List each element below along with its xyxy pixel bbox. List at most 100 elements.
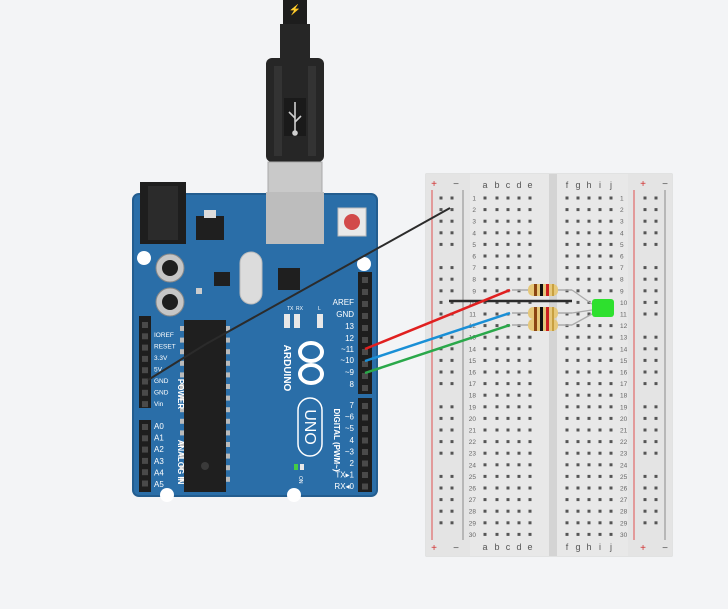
usb-cable-neck xyxy=(280,24,310,58)
usb-chip xyxy=(278,268,300,290)
column-label: c xyxy=(506,180,511,190)
column-label: f xyxy=(566,542,569,552)
row-label: 22 xyxy=(620,439,628,446)
row-label: 8 xyxy=(472,277,476,284)
row-label: 11 xyxy=(469,312,476,319)
resistor[interactable] xyxy=(512,319,572,331)
digital-pin-label: ~3 xyxy=(345,447,355,456)
row-label: 5 xyxy=(472,242,476,249)
analog-section-label: ANALOG IN xyxy=(176,440,185,485)
row-label: 27 xyxy=(469,497,477,504)
row-label: 20 xyxy=(469,416,477,423)
crystal-oscillator xyxy=(239,251,263,305)
analog-pin-label: A5 xyxy=(154,480,164,489)
rail-minus-label: − xyxy=(453,543,459,554)
row-label: 6 xyxy=(620,254,624,261)
on-led-label: ON xyxy=(297,476,303,484)
row-label: 28 xyxy=(620,509,628,516)
digital-pin-label: ~6 xyxy=(345,413,355,422)
row-label: 17 xyxy=(620,381,628,388)
row-label: 29 xyxy=(620,520,628,527)
left-terminal-strip xyxy=(470,174,550,556)
digital-pin-label: ~11 xyxy=(341,345,355,354)
red-wire[interactable] xyxy=(364,288,511,351)
row-label: 19 xyxy=(620,404,628,411)
row-label: 27 xyxy=(620,497,628,504)
row-label: 20 xyxy=(620,416,628,423)
row-label: 7 xyxy=(472,265,476,272)
row-label: 18 xyxy=(620,393,628,400)
analog-pin-label: A1 xyxy=(154,434,164,443)
blue-wire[interactable] xyxy=(364,311,511,363)
power-pin-label: Vin xyxy=(154,401,164,408)
digital-pin-label: GND xyxy=(336,310,354,319)
power-section-label: POWER xyxy=(176,379,185,409)
row-label: 8 xyxy=(620,277,624,284)
rail-plus-label: + xyxy=(431,543,437,554)
l-led-label: L xyxy=(318,306,321,312)
rgb-led[interactable] xyxy=(571,289,614,326)
row-label: 1 xyxy=(620,196,624,203)
row-label: 24 xyxy=(620,462,628,469)
row-label: 1 xyxy=(472,196,476,203)
row-label: 21 xyxy=(620,428,628,435)
brand-label: ARDUINO xyxy=(281,345,292,392)
row-label: 25 xyxy=(469,474,477,481)
row-label: 6 xyxy=(472,254,476,261)
analog-pin-label: A4 xyxy=(154,468,164,477)
rail-minus-label: − xyxy=(662,179,668,190)
column-label: g xyxy=(575,180,580,190)
column-label: i xyxy=(599,542,601,552)
row-label: 23 xyxy=(620,451,628,458)
row-label: 16 xyxy=(620,370,628,377)
mounting-hole xyxy=(160,488,174,502)
green-wire[interactable] xyxy=(364,323,511,375)
column-label: g xyxy=(575,542,580,552)
digital-header-lower[interactable] xyxy=(358,398,372,492)
on-led xyxy=(294,464,298,470)
row-label: 19 xyxy=(469,404,477,411)
rx-led-label: RX xyxy=(296,306,304,312)
column-label: b xyxy=(494,542,499,552)
column-label: d xyxy=(516,180,521,190)
row-label: 3 xyxy=(472,219,476,226)
power-pin-label: 5V xyxy=(154,367,163,374)
row-label: 14 xyxy=(469,346,477,353)
resistor[interactable] xyxy=(512,284,572,296)
wires[interactable] xyxy=(147,207,572,381)
row-label: 15 xyxy=(620,358,628,365)
power-pin-label: IOREF xyxy=(154,332,174,339)
row-label: 10 xyxy=(620,300,628,307)
column-label: e xyxy=(527,180,532,190)
digital-pin-label: TX▸1 xyxy=(335,471,354,480)
mounting-hole xyxy=(137,251,151,265)
row-label: 4 xyxy=(620,230,624,237)
black-wire-gnd[interactable] xyxy=(205,207,451,345)
mounting-hole xyxy=(357,257,371,271)
row-label: 3 xyxy=(620,219,624,226)
analog-pin-label: A0 xyxy=(154,422,164,431)
row-label: 14 xyxy=(620,346,628,353)
column-label: j xyxy=(609,180,612,190)
digital-header-upper[interactable] xyxy=(358,272,372,394)
digital-pin-label: 7 xyxy=(350,401,355,410)
row-label: 7 xyxy=(620,265,624,272)
column-label: h xyxy=(586,180,591,190)
row-label: 29 xyxy=(469,520,477,527)
resistor[interactable] xyxy=(512,307,572,319)
row-label: 5 xyxy=(620,242,624,249)
column-label: b xyxy=(494,180,499,190)
row-label: 15 xyxy=(469,358,477,365)
digital-pin-label: 13 xyxy=(345,322,354,331)
row-label: 24 xyxy=(469,462,477,469)
analog-pin-label: A2 xyxy=(154,445,164,454)
row-label: 12 xyxy=(620,323,628,330)
analog-pin-label: A3 xyxy=(154,457,164,466)
l-led xyxy=(317,314,323,328)
digital-pin-label: 4 xyxy=(350,436,355,445)
row-label: 28 xyxy=(469,509,477,516)
mounting-hole xyxy=(287,488,301,502)
